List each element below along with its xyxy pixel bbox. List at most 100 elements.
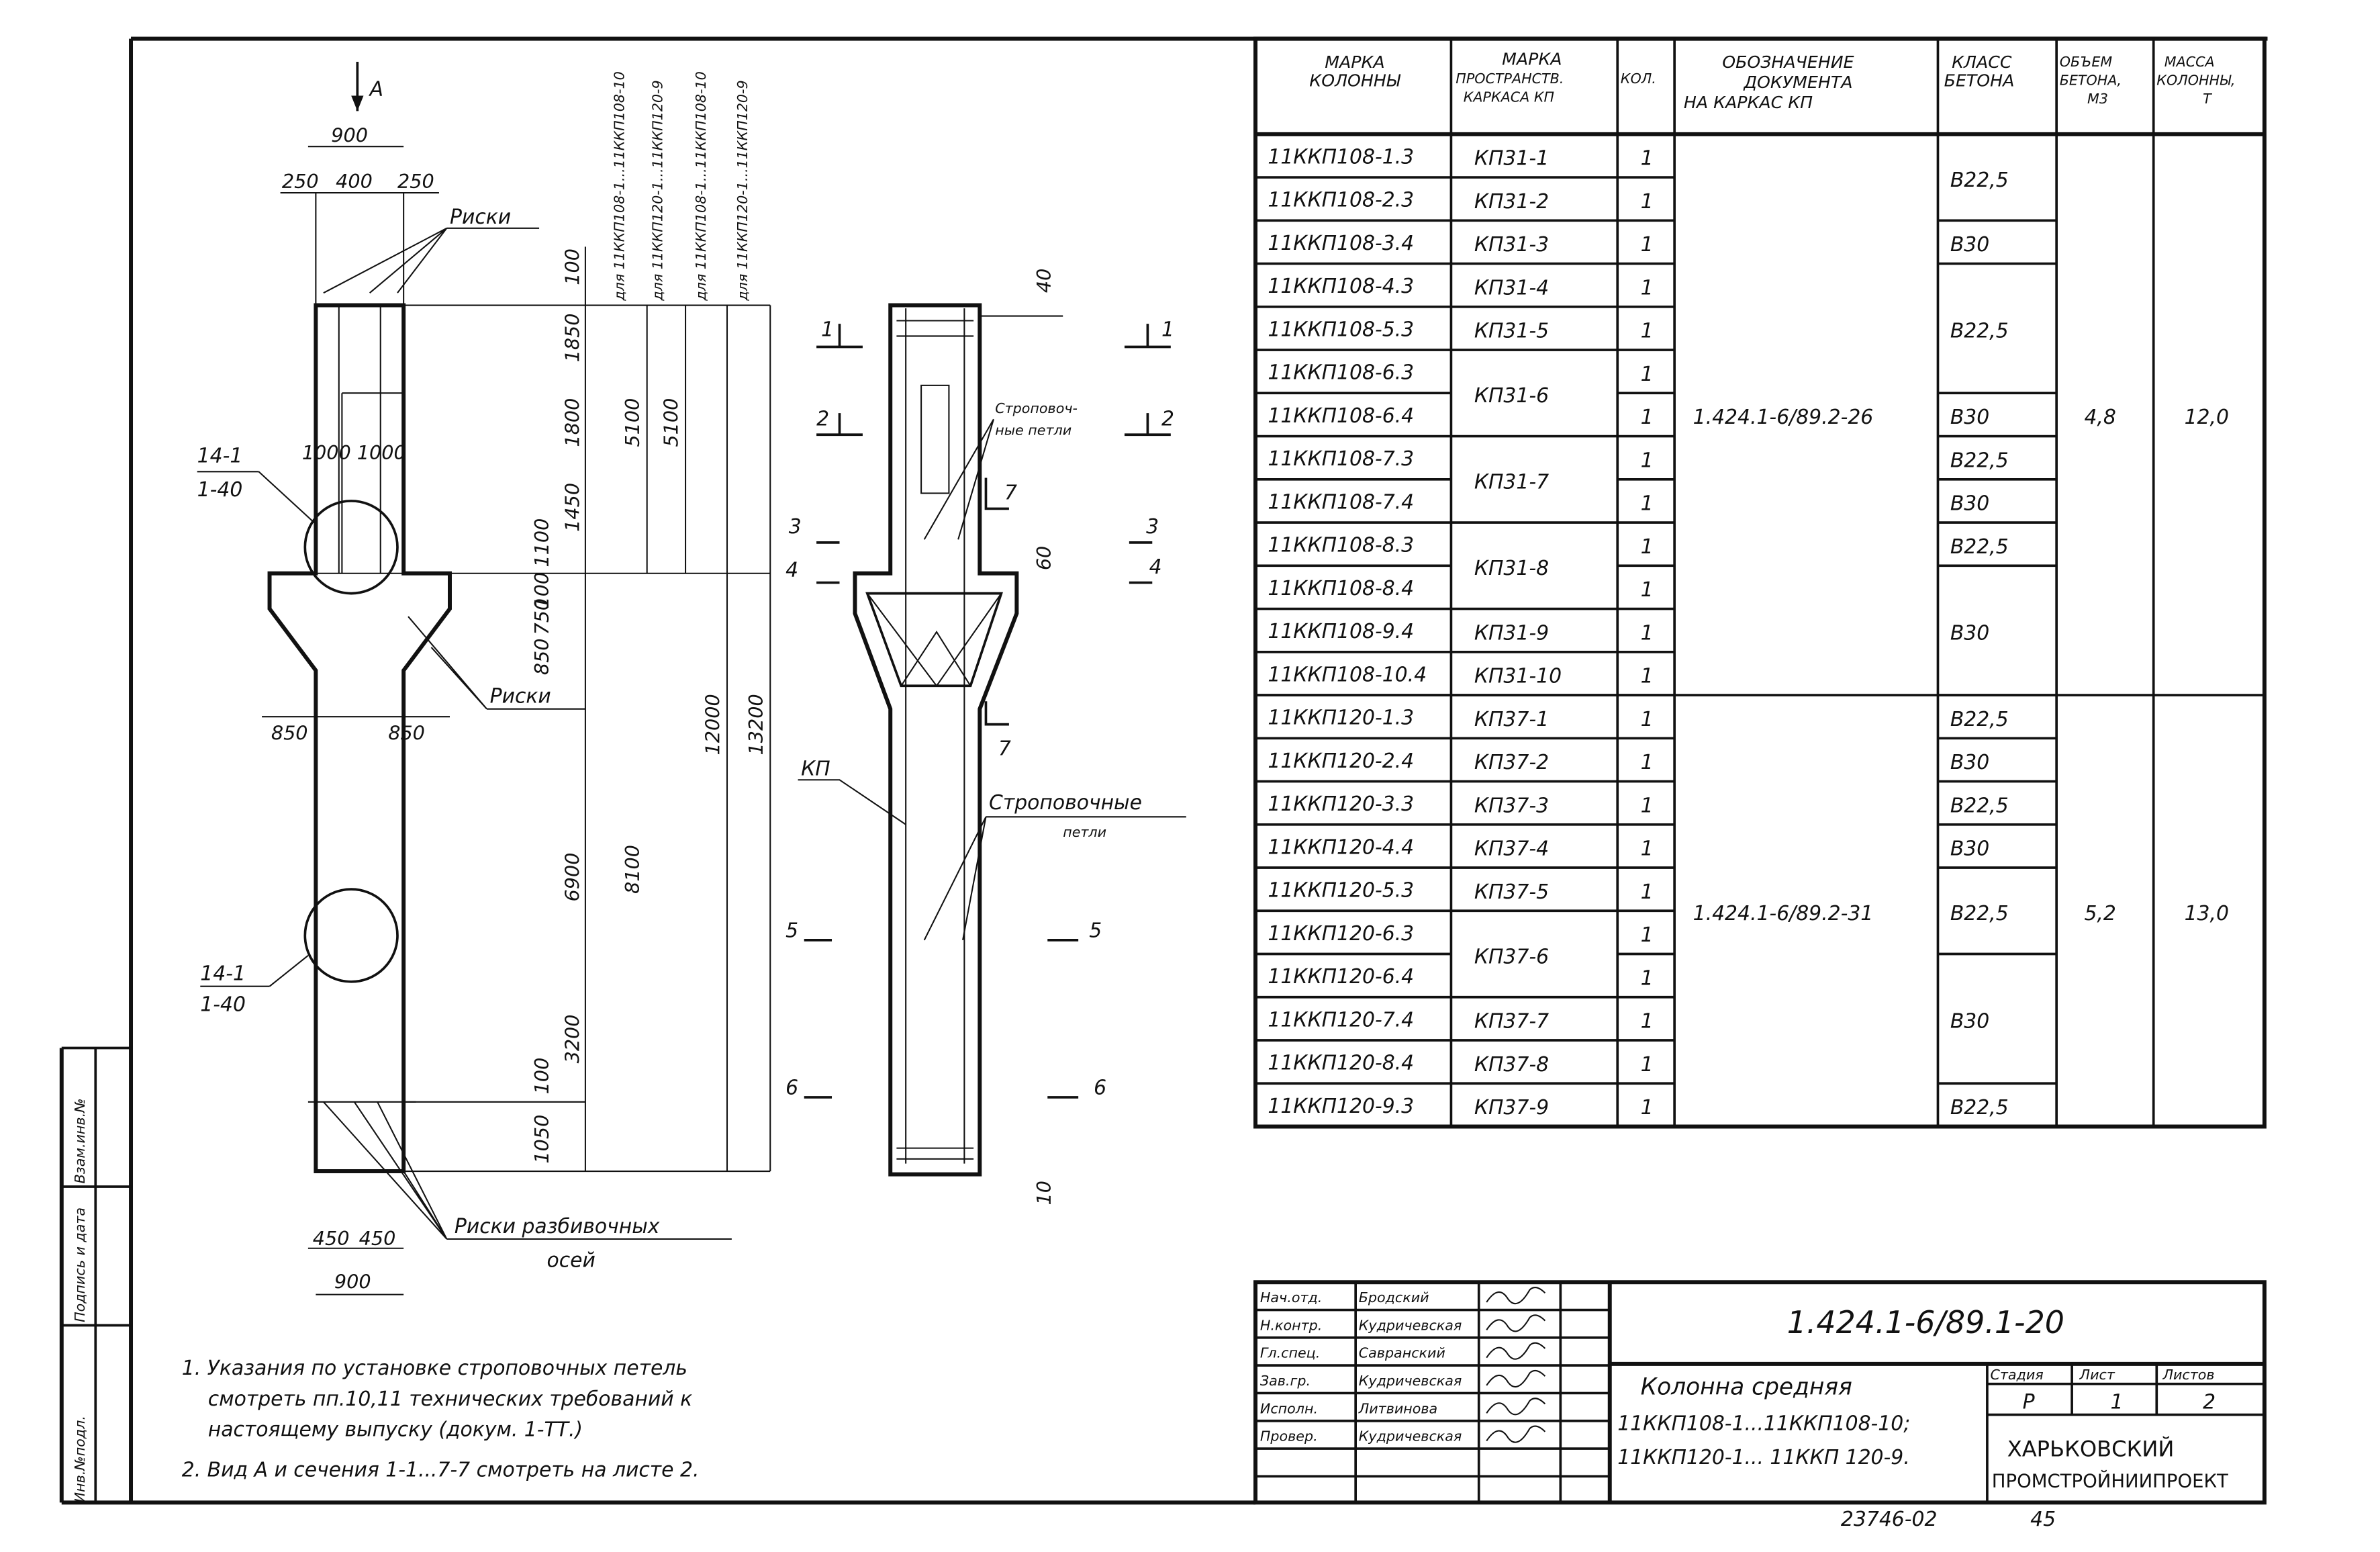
note-2: 2. Вид А и сечения 1-1...7-7 смотреть на… [182, 1458, 700, 1481]
table-header: МАРКА КОЛОННЫ МАРКА ПРОСТРАНСТВ. КАРКАСА… [1309, 50, 2235, 112]
cut-label: 4 [786, 558, 798, 582]
side-strip-replacement: Взам.инв.№ [72, 1098, 88, 1183]
column-mark-cell: 11ККП120-8.4 [1268, 1052, 1414, 1075]
qty-cell: 1 [1641, 190, 1654, 214]
header-column-mark-2: КОЛОННЫ [1309, 71, 1400, 91]
concrete-class-cell: B30 [1950, 406, 1989, 429]
qty-cell: 1 [1641, 320, 1654, 343]
header-qty: КОЛ. [1621, 71, 1656, 87]
cut-label: 7 [1004, 482, 1017, 505]
dim-bottom-left: 450 [313, 1227, 350, 1250]
frame-mark-cell: КП31-2 [1474, 190, 1549, 214]
document-cell: 1.424.1-6/89.2-31 [1693, 902, 1874, 925]
drawing-title: Колонна средняя [1641, 1374, 1852, 1401]
frame-mark-cell: КП31-10 [1474, 665, 1562, 688]
dim-overall: 13200 [745, 694, 767, 755]
header-concrete-class-2: БЕТОНА [1944, 71, 2015, 91]
volume-cell: 5,2 [2084, 902, 2115, 925]
dim-console-left: 850 [271, 722, 308, 745]
organization-name: ХАРЬКОВСКИЙ [2007, 1436, 2175, 1462]
signature-name: Литвинова [1358, 1400, 1437, 1416]
archive-number: 23746-02 [1841, 1508, 1938, 1531]
qty-cell: 1 [1641, 1010, 1654, 1034]
node-bottom-label: 14-1 [200, 962, 246, 986]
cut-label: 6 [786, 1076, 798, 1099]
signature-name: Кудричевская [1359, 1428, 1462, 1445]
frame-mark-cell: КП37-4 [1474, 837, 1549, 861]
signature-role: Зав.гр. [1260, 1373, 1311, 1389]
column-mark-cell: 11ККП120-3.3 [1268, 792, 1414, 816]
dim-top-mid: 400 [336, 170, 373, 193]
view-a-label: А [369, 77, 383, 101]
column-mark-cell: 11ККП120-1.3 [1268, 706, 1414, 730]
dim-v: 1100 [530, 518, 553, 567]
header-concrete-class: КЛАСС [1952, 52, 2012, 72]
frame-mark-cell: КП31-8 [1474, 557, 1549, 580]
section-cut-marks: 1 1 2 2 3 3 4 4 5 5 6 6 7 7 [786, 318, 1174, 1099]
concrete-class-cell: B30 [1950, 837, 1989, 861]
dim-bottom-total: 900 [334, 1270, 371, 1293]
title-block: Нач.отд.БродскийН.контр.КудричевскаяГл.с… [1253, 1280, 2267, 1505]
column-mark-cell: 11ККП108-10.4 [1268, 663, 1427, 686]
concrete-class-cell: B22,5 [1950, 902, 2009, 925]
drawing-title-line3: 11ККП120-1... 11ККП 120-9. [1617, 1446, 1909, 1469]
cut-label: 4 [1149, 555, 1162, 579]
dim-v: 750 [530, 598, 553, 635]
dim-top-total: 900 [331, 124, 368, 146]
qty-cell: 1 [1641, 621, 1654, 645]
frame-mark-cell: КП37-2 [1474, 751, 1549, 774]
frame-mark-cell: КП37-1 [1474, 708, 1549, 731]
header-volume: ОБЪЕМ [2060, 54, 2113, 70]
cut-label: 5 [786, 919, 798, 942]
column-mark-cell: 11ККП108-5.3 [1268, 318, 1414, 341]
column-mark-cell: 11ККП108-8.3 [1268, 534, 1414, 557]
callout-axes-2: осей [547, 1248, 596, 1272]
drawing-title-line2: 11ККП108-1...11ККП108-10; [1617, 1412, 1910, 1436]
concrete-class-cell: B22,5 [1950, 449, 2009, 472]
sheet-label: Лист [2079, 1367, 2115, 1383]
frame-mark-cell: КП37-8 [1474, 1053, 1549, 1077]
node-bottom-sublabel: 1-40 [200, 993, 246, 1016]
column-mark-cell: 11ККП120-5.3 [1268, 879, 1414, 903]
column-note: для 11ККП120-1...11ККП120-9 [650, 80, 666, 301]
note-1-line2: смотреть пп.10,11 технических требований… [208, 1387, 692, 1411]
qty-cell: 1 [1641, 449, 1654, 472]
cut-label: 5 [1089, 919, 1102, 942]
handwritten-signature [1486, 1425, 1546, 1443]
document-code: 1.424.1-6/89.1-20 [1787, 1304, 2064, 1340]
node-top-label: 14-1 [197, 445, 243, 468]
stage-label: Стадия [1990, 1367, 2043, 1383]
cut-label: 1 [821, 318, 834, 341]
concrete-class-cell: B30 [1950, 233, 1989, 257]
dim-overall: 12000 [702, 694, 724, 755]
qty-cell: 1 [1641, 708, 1654, 731]
node-circle-bottom [303, 888, 399, 983]
callout-marks-console: Риски [490, 685, 551, 709]
frame-mark-cell: КП31-6 [1474, 384, 1549, 408]
sheets-value: 2 [2203, 1390, 2216, 1414]
frame-mark-cell: КП37-3 [1474, 794, 1549, 817]
frame-mark-cell: КП31-9 [1474, 621, 1549, 645]
note-1: 1. Указания по установке строповочных пе… [182, 1357, 687, 1380]
vertical-dims: 100 1850 1800 1450 1100 100 750 850 6900… [530, 71, 767, 1163]
signature-role: Н.контр. [1260, 1317, 1322, 1333]
column-note: для 11ККП108-1...11ККП108-10 [611, 71, 627, 301]
qty-cell: 1 [1641, 147, 1654, 171]
header-frame-mark-3: КАРКАСА КП [1464, 89, 1554, 105]
header-mass-2: КОЛОННЫ, [2156, 72, 2235, 88]
qty-cell: 1 [1641, 233, 1654, 257]
frame-mark-cell: КП31-5 [1474, 320, 1549, 343]
callout-frame: КП [801, 757, 830, 780]
column-note: для 11ККП120-1...11ККП120-9 [734, 80, 751, 301]
header-column-mark: МАРКА [1325, 52, 1384, 72]
qty-cell: 1 [1641, 966, 1654, 990]
page-number: 45 [2030, 1508, 2056, 1531]
general-notes: 1. Указания по установке строповочных пе… [182, 1357, 700, 1481]
qty-cell: 1 [1641, 492, 1654, 516]
dim-v: 3200 [561, 1014, 584, 1063]
header-document-3: НА КАРКАС КП [1684, 93, 1813, 112]
handwritten-signature [1486, 1342, 1546, 1360]
dim-top-right: 250 [397, 170, 434, 193]
dim-v: 1800 [561, 398, 584, 447]
frame-mark-cell: КП37-5 [1474, 880, 1549, 904]
